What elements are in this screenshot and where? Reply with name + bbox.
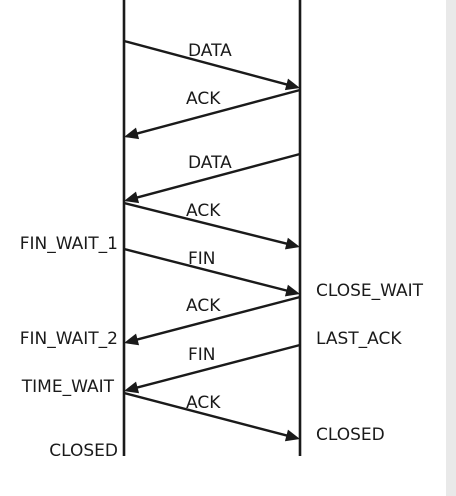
message-label-ack-3: ACK bbox=[186, 296, 221, 316]
message-line-8 bbox=[123, 391, 291, 438]
message-line-2 bbox=[133, 88, 301, 136]
message-label-ack-2: ACK bbox=[186, 201, 221, 221]
client-state-time-wait: TIME_WAIT bbox=[21, 377, 115, 397]
message-arrow-7 bbox=[124, 343, 301, 394]
server-state-closed: CLOSED bbox=[316, 425, 385, 445]
messages-layer bbox=[123, 39, 301, 442]
message-arrow-3 bbox=[124, 152, 301, 204]
message-arrow-4 bbox=[123, 201, 300, 250]
message-label-data-1: DATA bbox=[188, 41, 232, 61]
server-state-last-ack: LAST_ACK bbox=[316, 329, 402, 349]
message-arrow-8 bbox=[123, 391, 300, 442]
arrowhead-3 bbox=[124, 191, 140, 204]
message-line-7 bbox=[133, 343, 301, 390]
arrowhead-5 bbox=[284, 284, 300, 297]
message-label-fin-2: FIN bbox=[188, 345, 216, 365]
right-margin-strip bbox=[446, 0, 456, 496]
client-state-fin-wait-1: FIN_WAIT_1 bbox=[20, 234, 118, 254]
message-line-3 bbox=[133, 152, 301, 200]
message-arrow-6 bbox=[124, 295, 301, 346]
arrowhead-7 bbox=[124, 381, 140, 394]
message-label-fin-1: FIN bbox=[188, 249, 216, 269]
message-label-data-2: DATA bbox=[188, 153, 232, 173]
arrowhead-2 bbox=[124, 127, 140, 140]
arrowhead-8 bbox=[284, 429, 300, 442]
client-state-closed: CLOSED bbox=[49, 441, 118, 461]
arrowhead-1 bbox=[284, 78, 300, 91]
message-line-5 bbox=[123, 247, 291, 293]
message-arrow-2 bbox=[124, 88, 301, 140]
arrowhead-4 bbox=[284, 237, 300, 250]
message-line-4 bbox=[123, 201, 291, 246]
message-line-1 bbox=[123, 39, 291, 87]
message-label-ack-1: ACK bbox=[186, 89, 221, 109]
message-arrow-5 bbox=[123, 247, 300, 297]
server-state-close-wait: CLOSE_WAIT bbox=[316, 281, 424, 301]
message-label-ack-4: ACK bbox=[186, 393, 221, 413]
message-arrow-1 bbox=[123, 39, 300, 91]
client-state-fin-wait-2: FIN_WAIT_2 bbox=[20, 329, 118, 349]
message-line-6 bbox=[133, 295, 301, 342]
arrowhead-6 bbox=[124, 333, 140, 346]
